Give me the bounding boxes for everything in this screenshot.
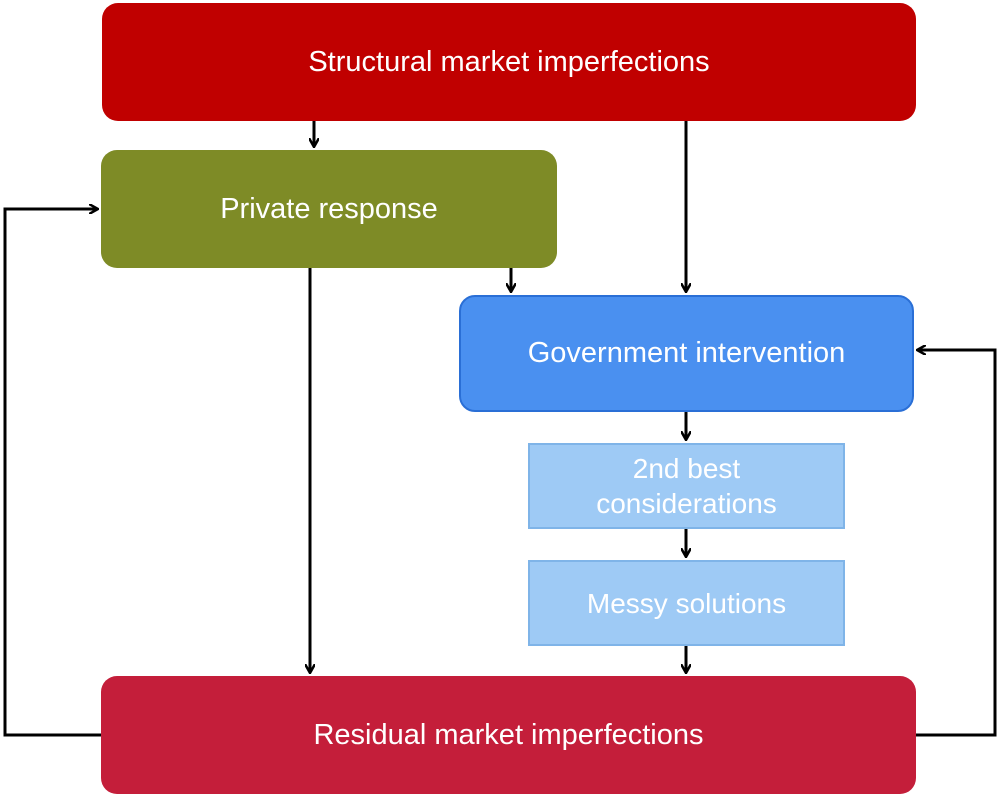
node-structural-market-imperfections: Structural market imperfections: [102, 3, 916, 121]
node-second-best-considerations: 2nd best considerations: [528, 443, 845, 529]
node-messy-solutions: Messy solutions: [528, 560, 845, 646]
node-label: Government intervention: [527, 337, 846, 370]
node-label: Messy solutions: [586, 587, 787, 619]
node-residual-market-imperfections: Residual market imperfections: [101, 676, 916, 794]
arrow-feedback-right: [916, 350, 997, 737]
node-government-intervention: Government intervention: [459, 295, 914, 412]
node-label: Private response: [220, 192, 438, 225]
arrow-feedback-left: [3, 209, 101, 737]
node-label-line1: 2nd best: [632, 453, 741, 484]
node-private-response: Private response: [101, 150, 557, 268]
node-label: Residual market imperfections: [313, 718, 704, 751]
node-label-line2: considerations: [596, 488, 777, 519]
node-label: Structural market imperfections: [308, 45, 710, 78]
